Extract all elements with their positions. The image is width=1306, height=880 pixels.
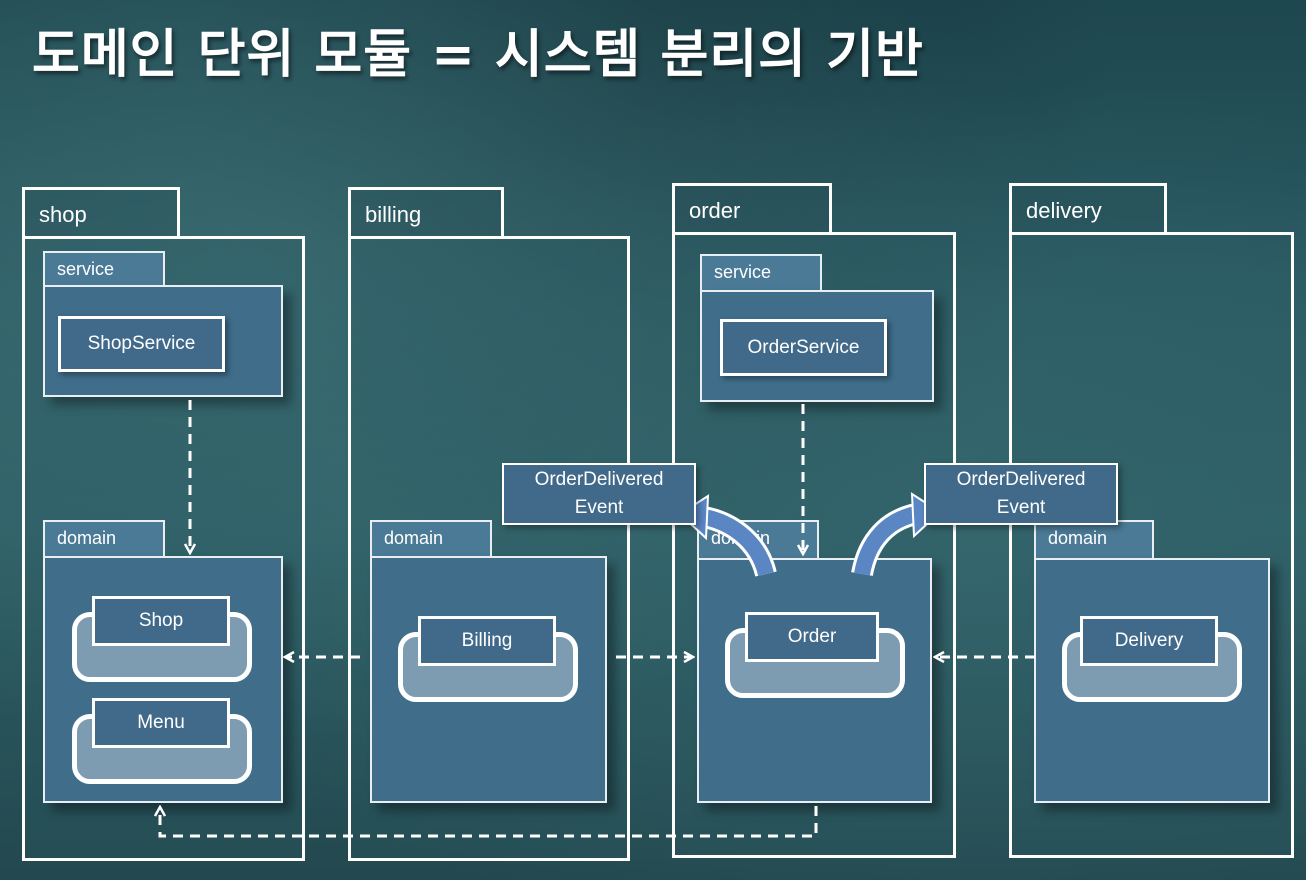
package-label-shop-domain: domain (57, 528, 117, 548)
page-title: 도메인 단위 모듈 = 시스템 분리의 기반 (32, 25, 924, 85)
package-label-shop-service: service (57, 259, 115, 279)
package-tab-order-service: service (700, 254, 822, 292)
entity-menu: Menu (92, 698, 230, 748)
entity-order: Order (745, 612, 879, 662)
class-order-service: OrderService (720, 319, 887, 376)
entity-billing: Billing (418, 616, 556, 666)
event-label-line2: Event (574, 497, 624, 518)
module-tab-billing: billing (348, 187, 504, 239)
module-label-billing: billing (365, 202, 422, 227)
package-label-delivery-domain: domain (1048, 528, 1108, 548)
package-tab-billing-domain: domain (370, 520, 492, 558)
package-tab-delivery-domain: domain (1034, 520, 1154, 560)
class-shop-service: ShopService (58, 316, 225, 372)
module-tab-shop: shop (22, 187, 180, 239)
module-label-delivery: delivery (1026, 198, 1102, 223)
module-tab-order: order (672, 183, 832, 235)
event-order-delivered-right: OrderDelivered Event (924, 463, 1118, 525)
event-label-line2: Event (996, 497, 1046, 518)
package-tab-shop-domain: domain (43, 520, 165, 558)
package-tab-shop-service: service (43, 251, 165, 287)
class-label-order-service: OrderService (747, 336, 860, 358)
event-order-delivered-left: OrderDelivered Event (502, 463, 696, 525)
entity-label-delivery: Delivery (1114, 630, 1184, 651)
event-label-line1: OrderDelivered (956, 469, 1086, 490)
module-label-order: order (689, 198, 741, 223)
entity-label-shop: Shop (138, 610, 184, 631)
module-label-shop: shop (39, 202, 87, 227)
entity-label-billing: Billing (461, 630, 513, 651)
package-label-order-service: service (714, 262, 772, 282)
arrow-order-to-shop (160, 806, 818, 838)
class-label-shop-service: ShopService (87, 333, 196, 354)
package-label-billing-domain: domain (384, 528, 444, 548)
entity-label-menu: Menu (137, 712, 185, 733)
entity-shop: Shop (92, 596, 230, 646)
event-label-line1: OrderDelivered (534, 469, 664, 490)
module-tab-delivery: delivery (1009, 183, 1167, 235)
entity-delivery: Delivery (1080, 616, 1218, 666)
entity-label-order: Order (787, 626, 837, 647)
